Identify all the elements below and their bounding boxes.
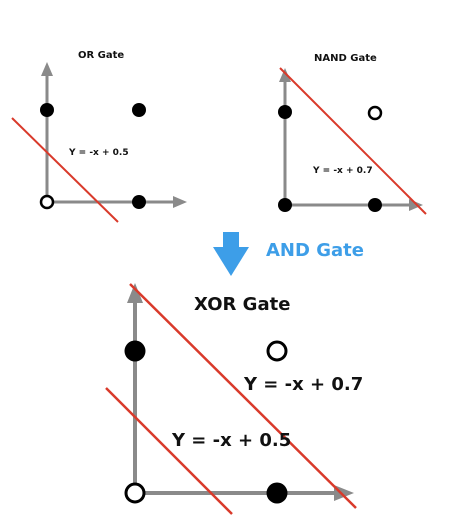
nand-equation-label: Y = -x + 0.7 xyxy=(313,166,373,176)
or-x-axis-arrow xyxy=(173,196,187,208)
or-panel xyxy=(11,62,187,223)
nand-point-10 xyxy=(368,198,382,212)
xor-x-axis-arrow xyxy=(334,485,354,501)
down-arrow-icon xyxy=(213,232,249,276)
or-point-10 xyxy=(132,195,146,209)
xor-upper-decision-line xyxy=(129,283,357,509)
and-gate-label: AND Gate xyxy=(266,240,364,261)
nand-point-01 xyxy=(278,105,292,119)
xor-point-10 xyxy=(266,482,288,504)
nand-point-11 xyxy=(367,105,383,121)
xor-point-00 xyxy=(124,482,146,504)
or-gate-title: OR Gate xyxy=(78,50,125,61)
nand-decision-line xyxy=(279,67,427,215)
or-point-01 xyxy=(40,103,54,117)
nand-gate-title: NAND Gate xyxy=(314,53,377,64)
or-point-11 xyxy=(132,103,146,117)
xor-lower-equation-label: Y = -x + 0.5 xyxy=(172,430,292,451)
nand-point-00 xyxy=(278,198,292,212)
nand-panel xyxy=(278,67,427,215)
or-equation-label: Y = -x + 0.5 xyxy=(69,148,129,158)
nand-y-axis-arrow xyxy=(279,68,291,82)
xor-y-axis-arrow xyxy=(127,283,143,303)
xor-upper-equation-label: Y = -x + 0.7 xyxy=(244,374,364,395)
or-point-00 xyxy=(39,194,55,210)
xor-point-01 xyxy=(124,340,146,362)
xor-panel xyxy=(105,283,357,515)
xor-gate-title: XOR Gate xyxy=(194,294,291,315)
xor-lower-decision-line xyxy=(105,387,233,515)
or-y-axis-arrow xyxy=(41,62,53,76)
xor-point-11 xyxy=(266,340,288,362)
or-decision-line xyxy=(11,117,119,223)
